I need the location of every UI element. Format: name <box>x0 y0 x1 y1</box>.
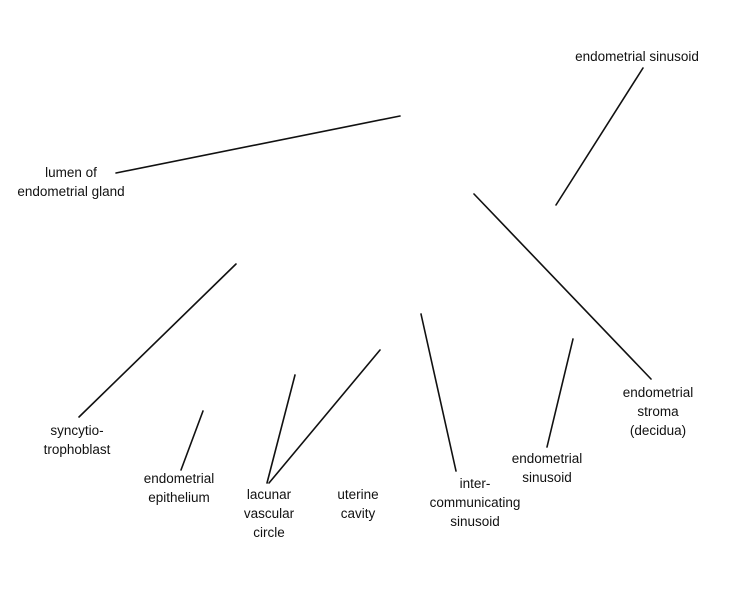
leader-line-lacunar-right <box>268 349 381 484</box>
label-endometrial-stroma: endometrial stroma (decidua) <box>622 385 694 438</box>
label-lacunar-vascular-circle: lacunar vascular circle <box>243 487 295 540</box>
leader-line-endometrial-sinusoid-bottom <box>546 338 574 448</box>
label-uterine-cavity: uterine cavity <box>337 487 379 521</box>
leader-line-endometrial-epithelium <box>180 410 204 471</box>
label-intercommunicating-sinusoid: inter- communicating sinusoid <box>429 476 521 529</box>
leader-line-endometrial-stroma <box>473 193 652 380</box>
leader-line-syncytiotrophoblast <box>78 263 237 418</box>
label-lumen-of-endometrial-gland: lumen of endometrial gland <box>17 165 125 199</box>
leader-line-intercommunicating-sinusoid <box>420 313 457 472</box>
leader-line-endometrial-sinusoid-top <box>555 67 644 206</box>
label-endometrial-sinusoid-bottom: endometrial sinusoid <box>511 451 583 485</box>
label-endometrial-sinusoid-top: endometrial sinusoid <box>575 49 699 64</box>
leader-line-lacunar-left <box>266 374 296 484</box>
label-endometrial-epithelium: endometrial epithelium <box>143 471 215 505</box>
label-syncytiotrophoblast: syncytio- trophoblast <box>43 423 111 457</box>
leader-line-lumen-gland <box>115 115 401 174</box>
